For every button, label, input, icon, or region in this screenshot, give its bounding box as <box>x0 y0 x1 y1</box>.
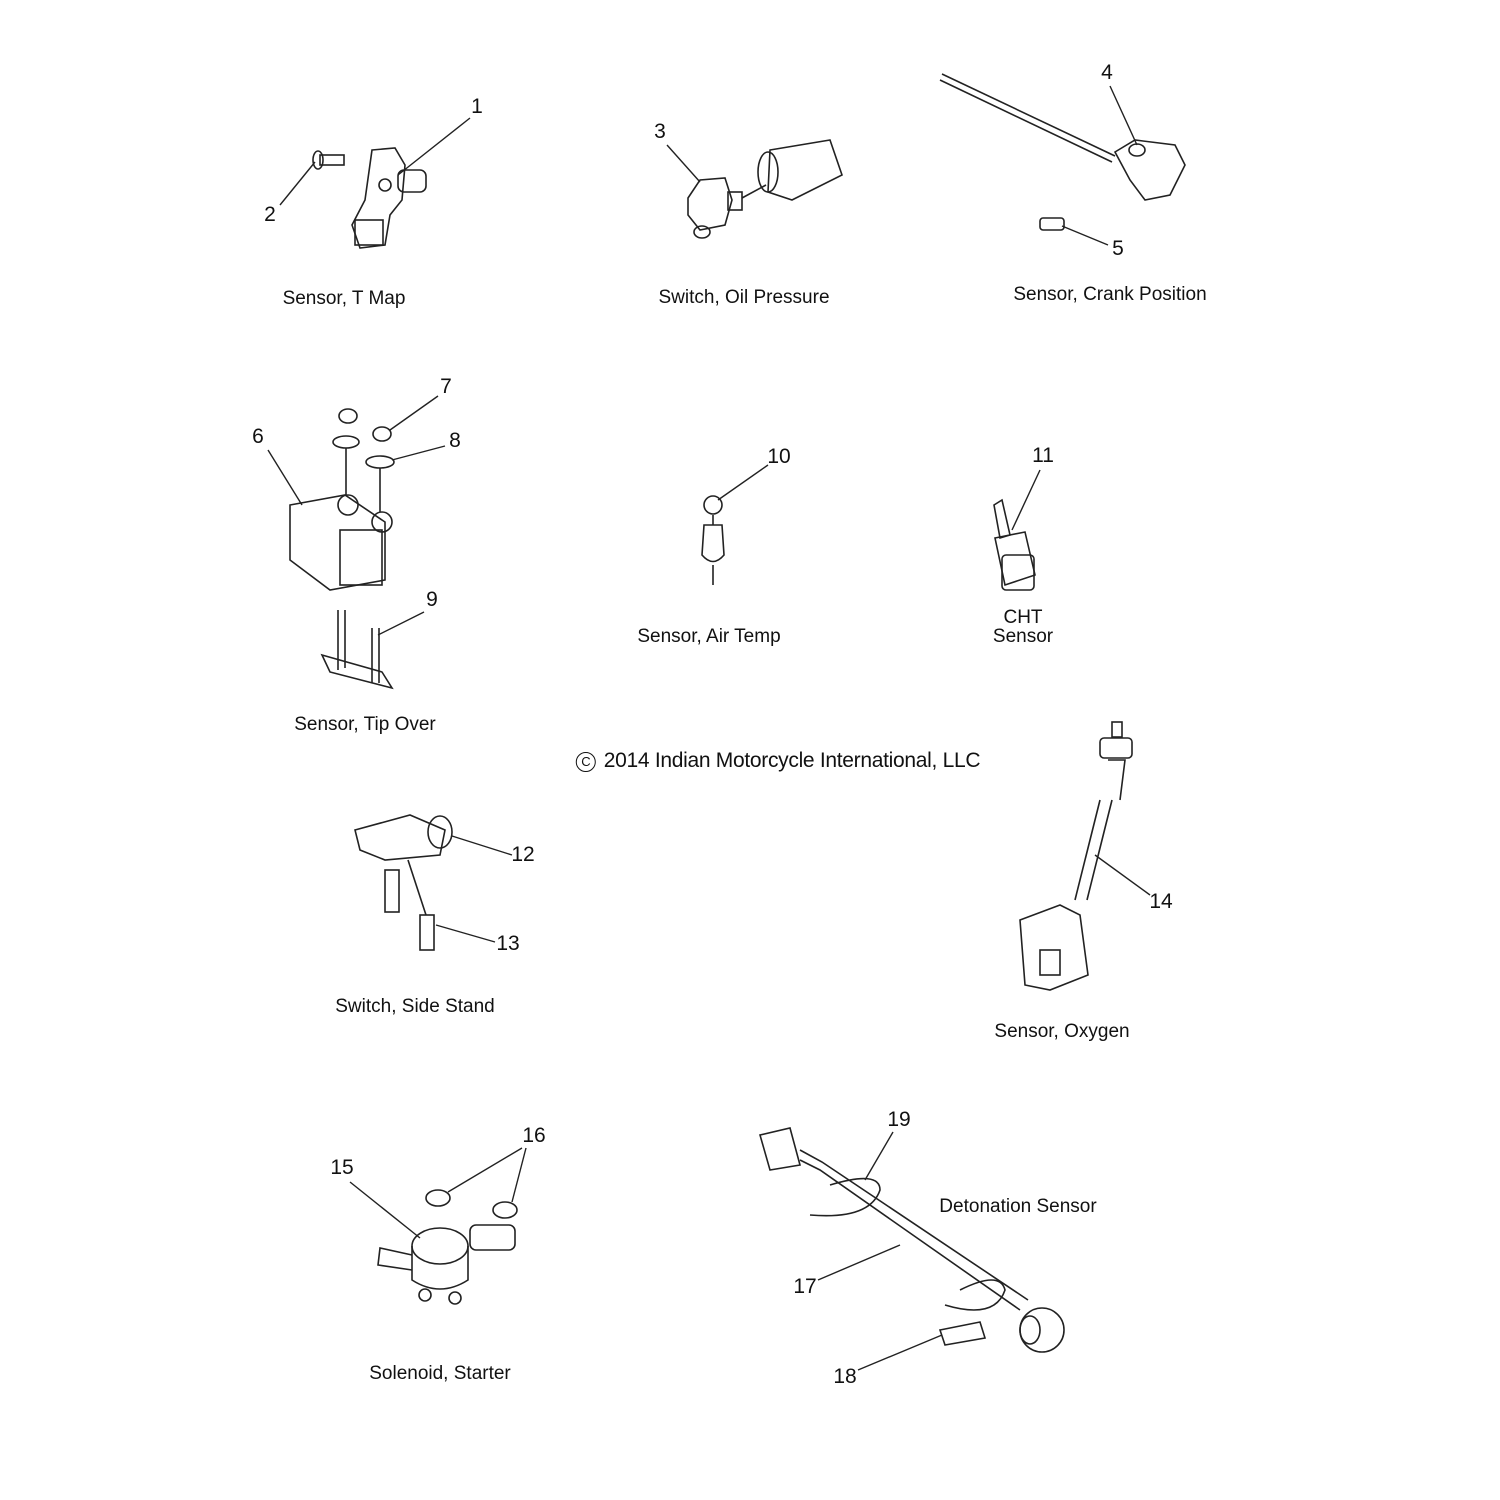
callout-10: 10 <box>767 445 791 468</box>
callout-6: 6 <box>252 425 264 448</box>
callout-5: 5 <box>1112 237 1124 260</box>
tip-over-sensor-part <box>289 408 395 690</box>
copyright-notice: C 2014 Indian Motorcycle International, L… <box>575 749 981 773</box>
callout-15: 15 <box>330 1156 354 1179</box>
callout-4: 4 <box>1101 61 1113 84</box>
callout-13: 13 <box>496 932 520 955</box>
label-sensor-oxygen: Sensor, Oxygen <box>994 1021 1130 1042</box>
callout-19: 19 <box>887 1108 911 1131</box>
callout-8: 8 <box>449 429 461 452</box>
oil-pressure-switch-part <box>687 139 843 239</box>
detonation-sensor-part <box>758 1127 1065 1353</box>
callout-3: 3 <box>654 120 666 143</box>
label-switch-oil-pressure: Switch, Oil Pressure <box>658 287 830 308</box>
tmap-sensor-part <box>351 147 427 249</box>
copyright-text: 2014 Indian Motorcycle International, LL… <box>603 749 981 772</box>
side-stand-switch-part <box>354 814 453 951</box>
oxygen-sensor-part <box>1019 721 1133 991</box>
callout-9: 9 <box>426 588 438 611</box>
screw-part <box>312 150 345 170</box>
crank-position-sensor-part <box>939 73 1186 231</box>
label-cht: CHT <box>1003 607 1043 628</box>
callout-11: 11 <box>1032 444 1054 467</box>
air-temp-sensor-part <box>701 495 725 585</box>
callout-12: 12 <box>511 843 535 866</box>
callout-1: 1 <box>471 95 483 118</box>
callout-14: 14 <box>1149 890 1173 913</box>
label-solenoid-starter: Solenoid, Starter <box>369 1363 511 1384</box>
callout-16: 16 <box>522 1124 546 1147</box>
starter-solenoid-part <box>377 1189 518 1305</box>
label-switch-side-stand: Switch, Side Stand <box>335 996 495 1017</box>
leader-lines <box>267 85 1151 1371</box>
callout-7: 7 <box>440 375 452 398</box>
callout-2: 2 <box>264 203 276 226</box>
label-sensor-t-map: Sensor, T Map <box>282 288 406 309</box>
label-sensor-air-temp: Sensor, Air Temp <box>637 626 781 647</box>
callout-18: 18 <box>833 1365 857 1388</box>
label-sensor-tip-over: Sensor, Tip Over <box>294 714 436 735</box>
copyright-symbol: C <box>575 752 596 772</box>
label-detonation-sensor: Detonation Sensor <box>939 1196 1097 1217</box>
cht-sensor-part <box>993 498 1036 591</box>
label-cht-sensor: Sensor <box>992 626 1054 647</box>
callout-17: 17 <box>793 1275 817 1298</box>
label-sensor-crank-position: Sensor, Crank Position <box>1013 284 1207 305</box>
